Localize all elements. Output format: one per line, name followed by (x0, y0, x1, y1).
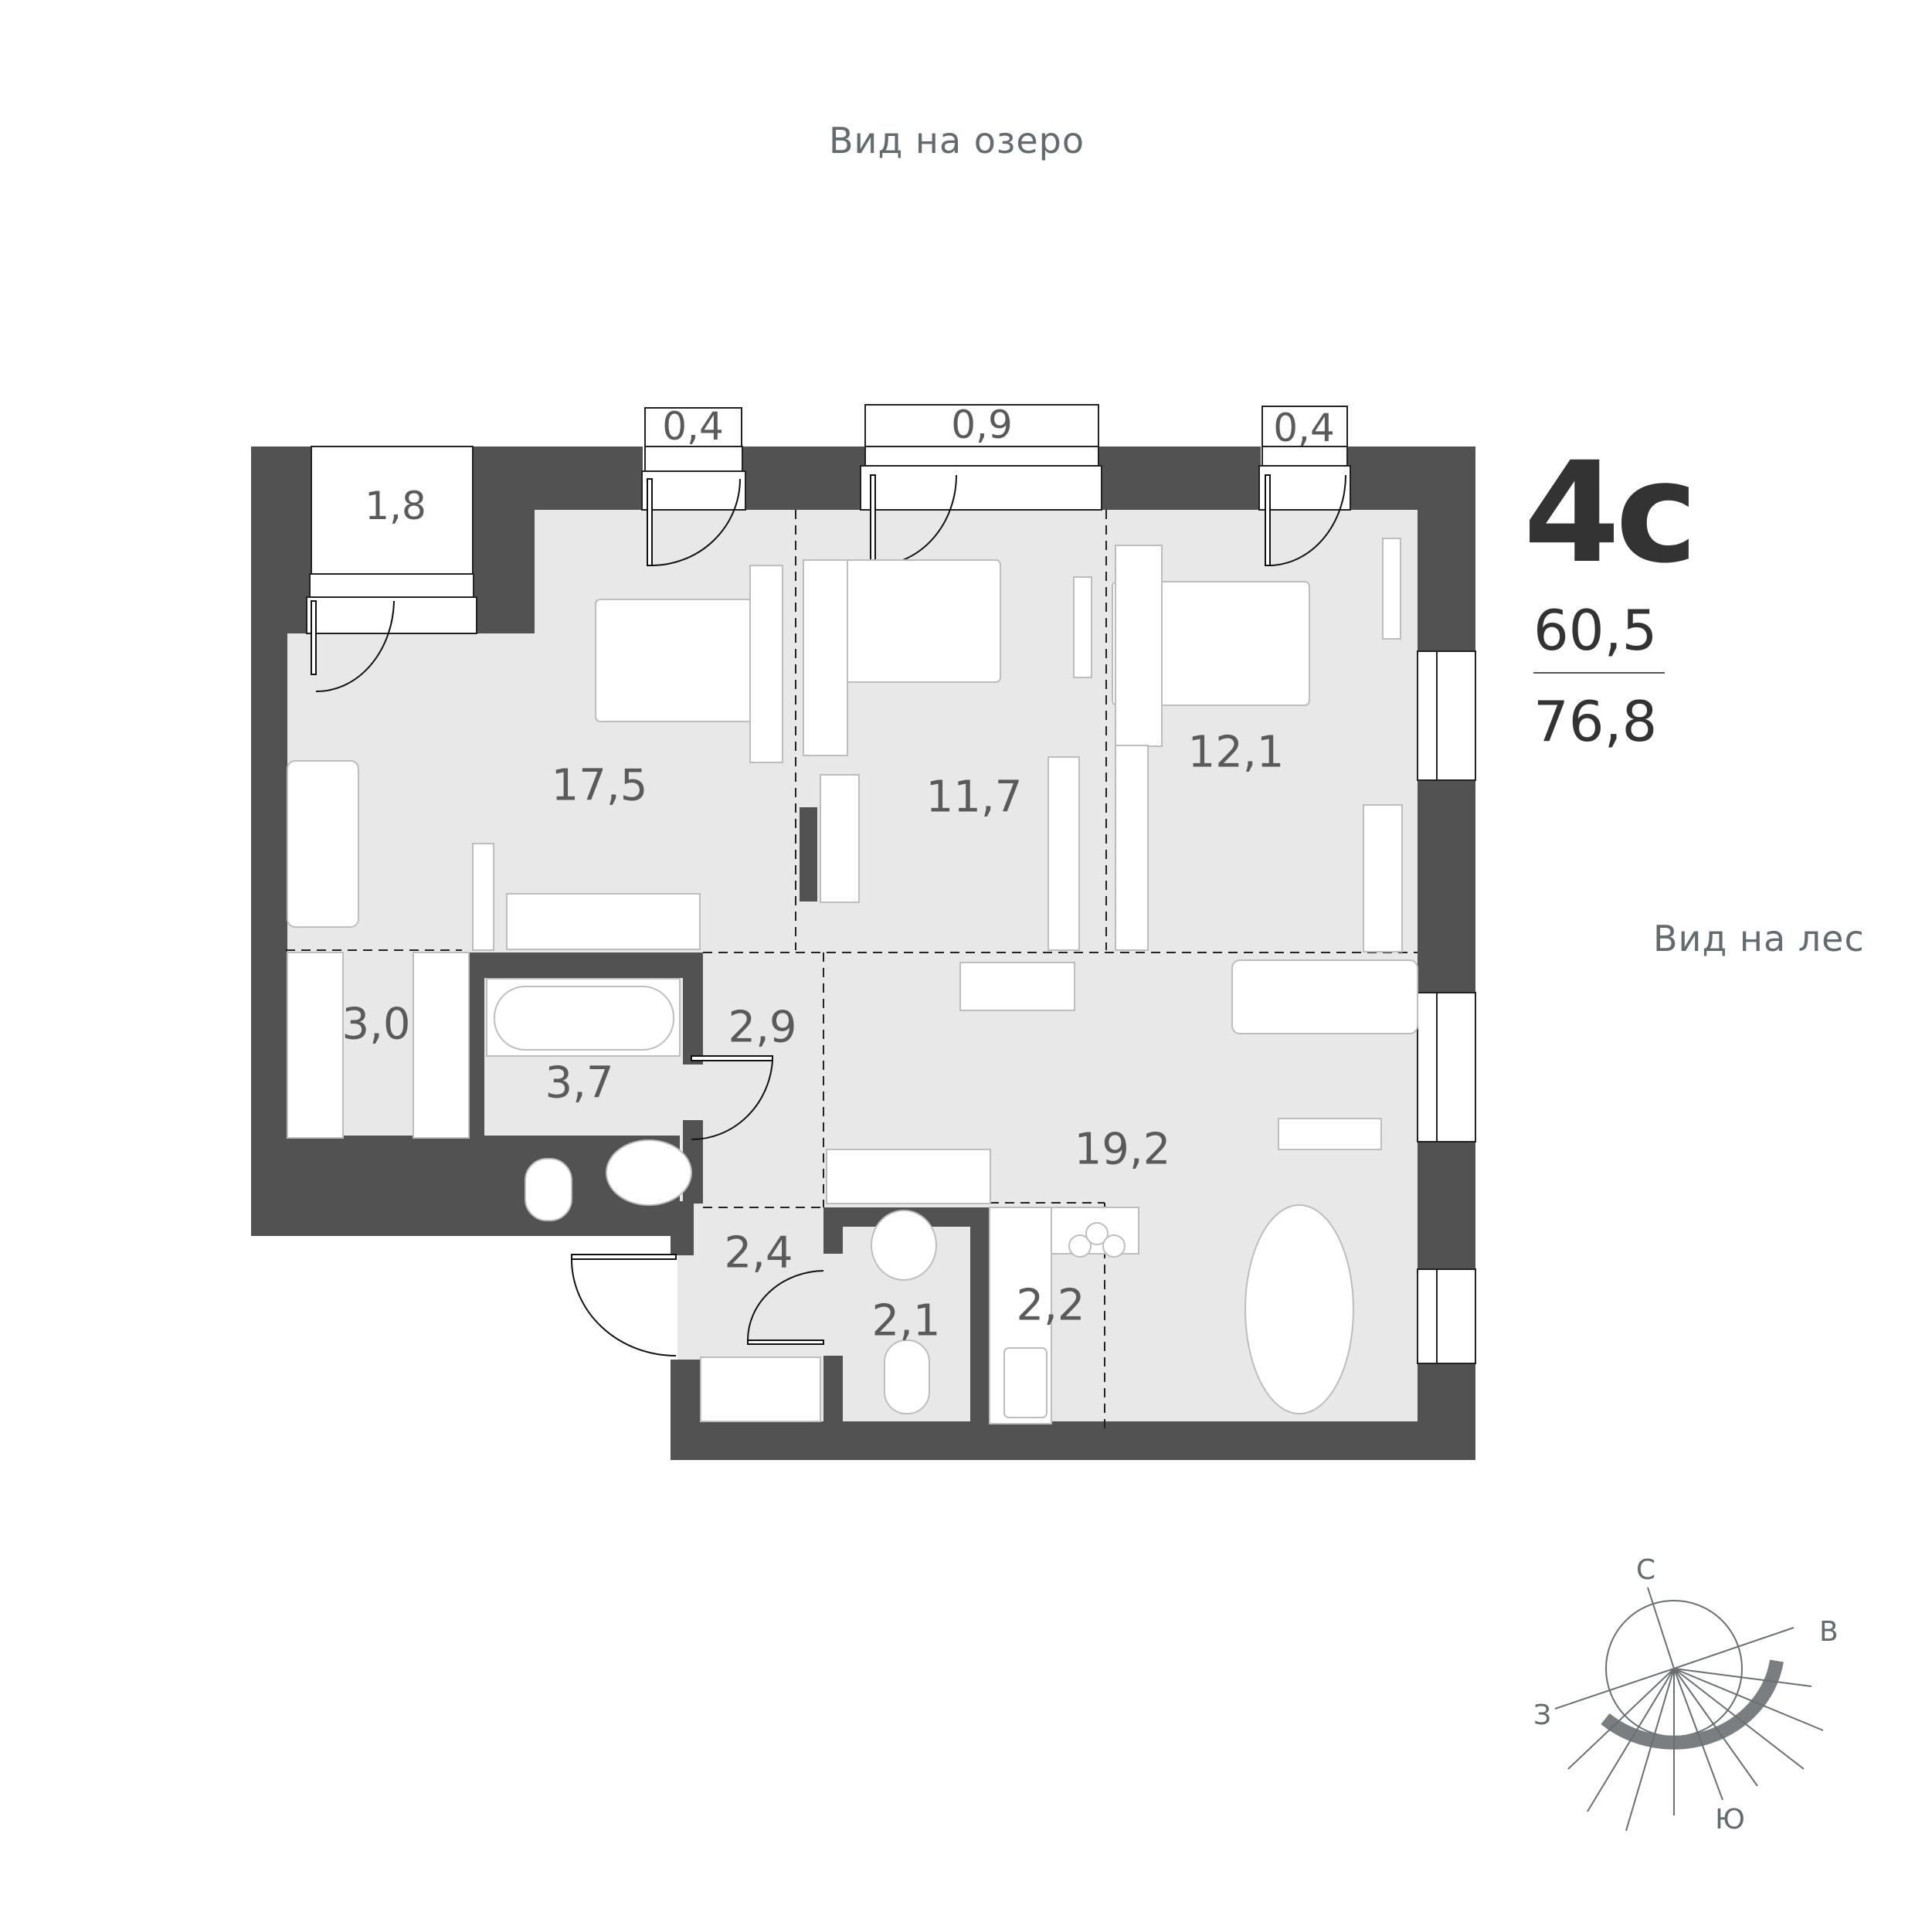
compass-east-label: В (1819, 1616, 1839, 1648)
room-area-entrance: 2,4 (724, 1227, 793, 1278)
apartment-type: 4с (1523, 433, 1698, 594)
balcony-area-label: 0,4 (1273, 406, 1335, 450)
sofa-living (287, 760, 359, 928)
furniture (287, 538, 1418, 1424)
balcony-area-label: 0,9 (951, 402, 1013, 447)
compass-south-label: Ю (1715, 1804, 1745, 1835)
desk-right (1363, 804, 1403, 952)
sink-toilet (871, 1210, 937, 1281)
dining-table (1244, 1204, 1354, 1414)
room-area-bedroom-right: 12,1 (1187, 727, 1285, 778)
sofa-kitchen (1231, 959, 1418, 1034)
view-label-forest: Вид на лес (1653, 918, 1865, 959)
sink-bathroom (606, 1139, 692, 1206)
toilet-wc (884, 1339, 930, 1414)
area-divider (1533, 672, 1665, 674)
room-area-bathroom: 3,7 (545, 1058, 614, 1109)
living-area: 60,5 (1533, 598, 1658, 663)
toilet-bathroom (525, 1158, 572, 1221)
room-area-wardrobe: 3,0 (341, 999, 411, 1050)
kitchen-sink (1003, 1347, 1047, 1418)
balconies (306, 404, 1476, 1364)
view-label-lake: Вид на озеро (829, 120, 1085, 161)
compass-north-label: С (1636, 1554, 1656, 1586)
room-area-living-room: 17,5 (551, 760, 648, 811)
balcony-area-label: 0,4 (662, 404, 724, 449)
room-area-kitchen-living: 19,2 (1074, 1124, 1171, 1175)
room-area-kitchen: 2,2 (1016, 1280, 1085, 1331)
compass-west-label: З (1533, 1699, 1552, 1731)
room-area-bedroom-middle: 11,7 (925, 772, 1023, 823)
total-area: 76,8 (1533, 689, 1658, 754)
compass-rose (1554, 1587, 1824, 1832)
balcony-area-label: 1,8 (365, 484, 426, 528)
room-area-hallway: 2,9 (728, 1002, 797, 1053)
desk-kitchen-area (959, 962, 1075, 1011)
walls (251, 446, 1475, 1460)
stove-burners (1068, 1222, 1126, 1258)
desk-middle (820, 774, 860, 903)
room-area-toilet: 2,1 (871, 1295, 941, 1346)
doors (311, 474, 1346, 1356)
